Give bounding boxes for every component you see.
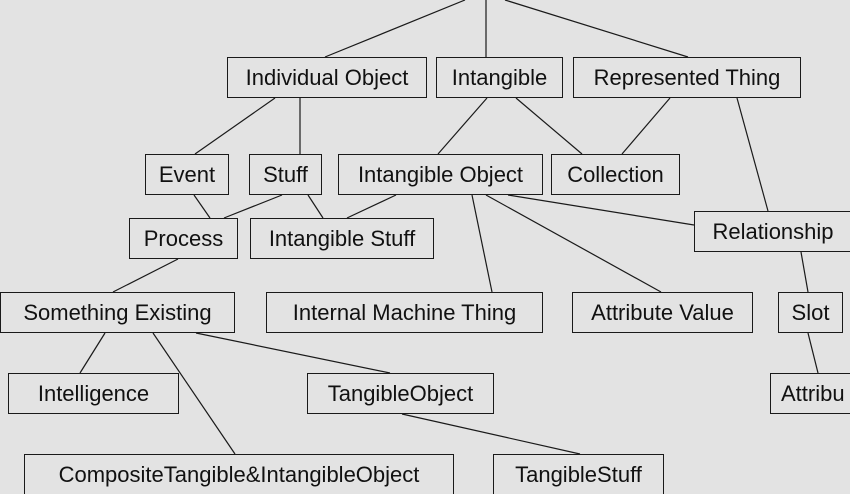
- node-event: Event: [145, 154, 229, 195]
- node-stuff: Stuff: [249, 154, 322, 195]
- edge-intangible-to-collection: [515, 97, 583, 155]
- node-label: Attribu: [781, 380, 845, 406]
- node-label: Internal Machine Thing: [292, 299, 517, 325]
- node-represented-thing: Represented Thing: [573, 57, 801, 98]
- edge-tangible-object-to-tangible-stuff: [401, 413, 581, 455]
- node-tangible-stuff: TangibleStuff: [493, 454, 664, 494]
- node-label: Represented Thing: [593, 64, 781, 90]
- edge-something-existing-to-composite-tangible-intangible-object: [152, 332, 236, 455]
- node-slot: Slot: [778, 292, 843, 333]
- node-label: TangibleObject: [327, 380, 474, 406]
- edge-relationship-to-slot: [800, 251, 809, 293]
- edge-intangible-to-intangible-object: [437, 97, 488, 155]
- node-label: Process: [143, 225, 224, 251]
- edge-process-to-something-existing: [112, 258, 179, 293]
- node-label: Intangible Stuff: [268, 225, 416, 251]
- node-intangible-stuff: Intangible Stuff: [250, 218, 434, 259]
- node-label: Relationship: [712, 218, 834, 244]
- edge-root-to-individual-object: [324, 0, 466, 58]
- node-individual-object: Individual Object: [227, 57, 427, 98]
- node-attribute-value: Attribute Value: [572, 292, 753, 333]
- node-intangible-object: Intangible Object: [338, 154, 543, 195]
- node-relationship: Relationship: [694, 211, 850, 252]
- node-intelligence: Intelligence: [8, 373, 179, 414]
- edge-stuff-to-intangible-stuff: [307, 194, 324, 219]
- edge-root-to-represented-thing: [504, 0, 689, 58]
- edge-intangible-object-to-intangible-stuff: [346, 194, 397, 219]
- edge-slot-to-attribute: [807, 332, 819, 374]
- node-process: Process: [129, 218, 238, 259]
- node-internal-machine-thing: Internal Machine Thing: [266, 292, 543, 333]
- edge-event-to-process: [193, 194, 211, 219]
- node-label: Intangible Object: [357, 161, 524, 187]
- node-label: TangibleStuff: [515, 461, 642, 487]
- node-label: Intelligence: [37, 380, 150, 406]
- node-attribute: Attribu: [770, 373, 850, 414]
- edge-intangible-object-to-internal-machine-thing: [471, 194, 493, 293]
- node-label: Something Existing: [23, 299, 212, 325]
- node-tangible-object: TangibleObject: [307, 373, 494, 414]
- node-intangible: Intangible: [436, 57, 563, 98]
- node-label: Intangible: [451, 64, 548, 90]
- node-label: Individual Object: [245, 64, 409, 90]
- node-collection: Collection: [551, 154, 680, 195]
- edge-intangible-object-to-relationship: [507, 194, 695, 226]
- node-label: Event: [158, 161, 216, 187]
- edge-intangible-object-to-attribute-value: [485, 194, 662, 293]
- edge-something-existing-to-tangible-object: [195, 332, 391, 374]
- node-composite-tangible-intangible-object: CompositeTangible&IntangibleObject: [24, 454, 454, 494]
- edge-represented-thing-to-relationship: [736, 97, 769, 212]
- node-label: Stuff: [263, 161, 308, 187]
- node-label: CompositeTangible&IntangibleObject: [58, 461, 420, 487]
- edge-stuff-to-process: [223, 194, 283, 219]
- edge-something-existing-to-intelligence: [79, 332, 106, 374]
- node-something-existing: Something Existing: [0, 292, 235, 333]
- node-label: Collection: [567, 161, 664, 187]
- edge-individual-object-to-event: [194, 97, 276, 155]
- node-label: Slot: [791, 299, 830, 325]
- node-label: Attribute Value: [591, 299, 734, 325]
- edge-represented-thing-to-collection: [621, 97, 671, 155]
